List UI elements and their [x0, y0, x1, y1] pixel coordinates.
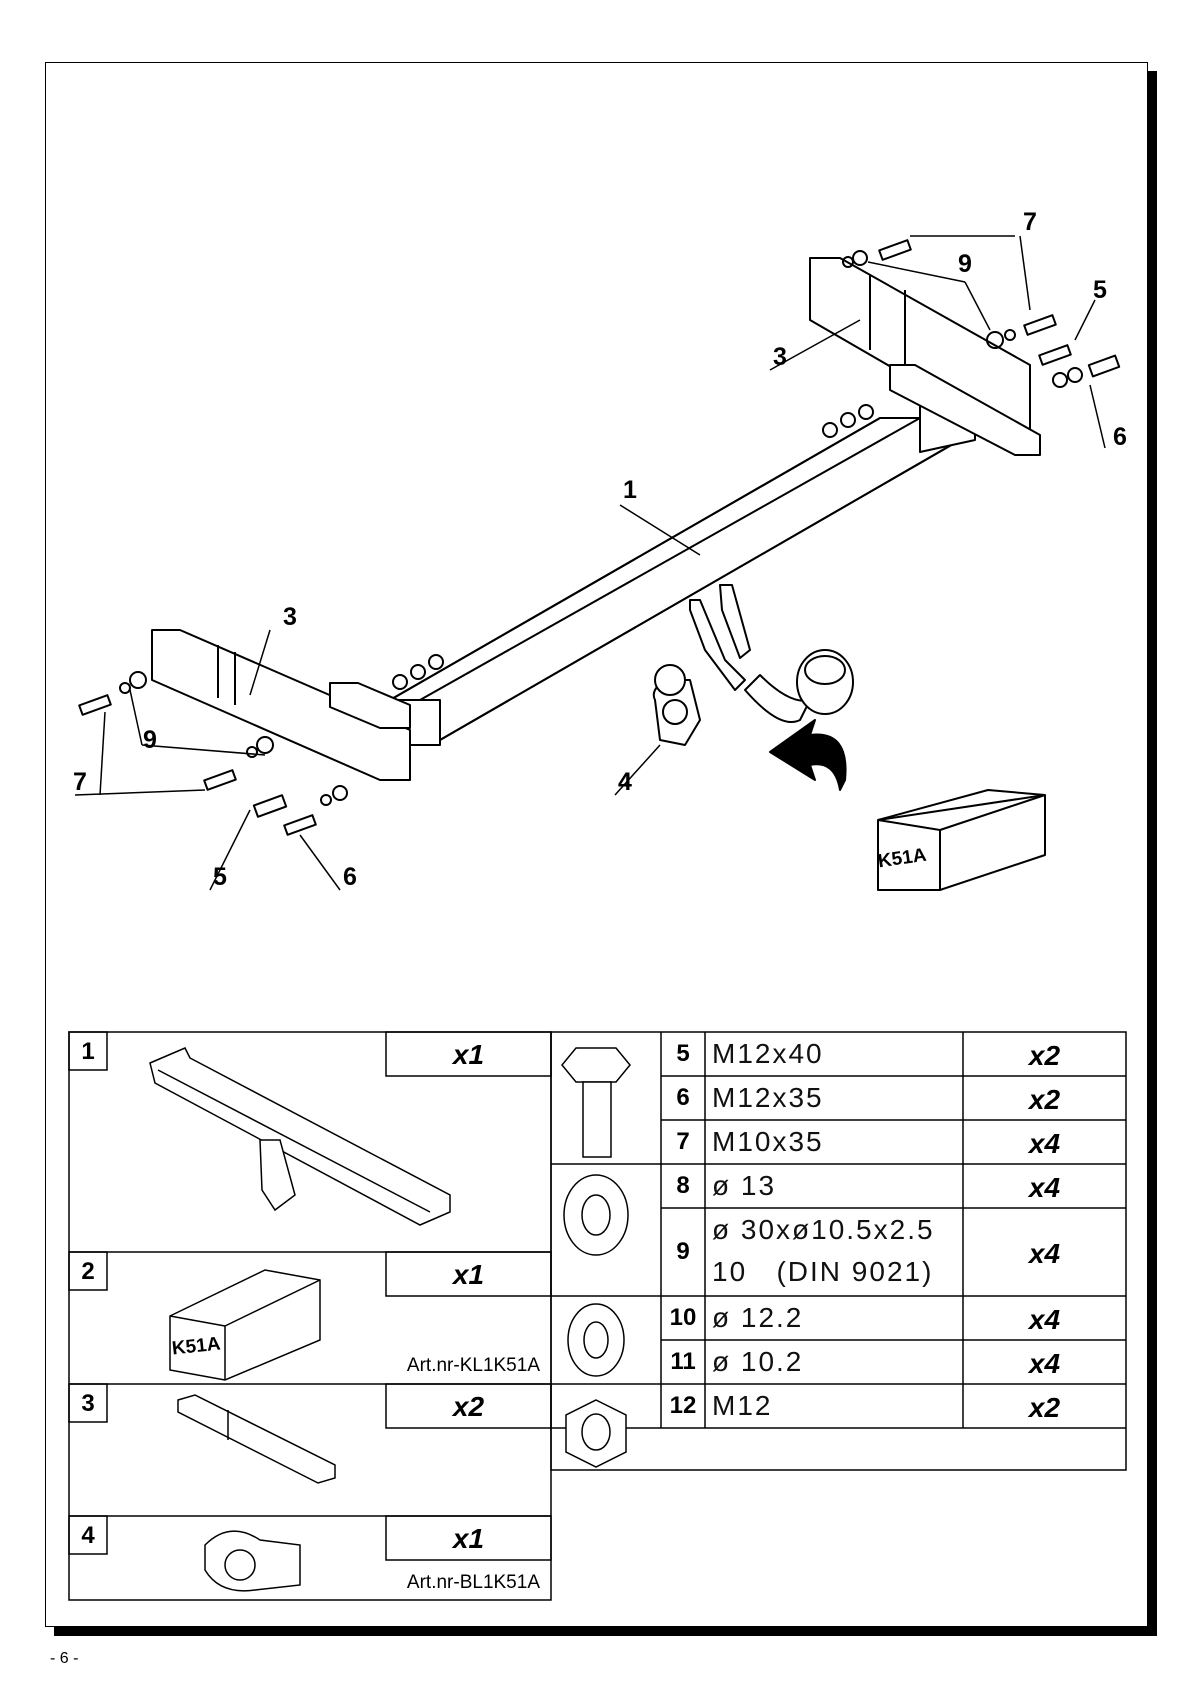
table-right-qty-11: x4: [1028, 1348, 1061, 1379]
table-right-qty-8: x4: [1028, 1172, 1061, 1203]
table-right-spec-9-line2: 10 (DIN 9021): [712, 1256, 934, 1287]
tow-ball-mount: [689, 584, 854, 723]
table-right-spec-11: ø 10.2: [712, 1346, 804, 1377]
table-right-spec-8: ø 13: [712, 1170, 777, 1201]
socket-plate: [652, 664, 701, 746]
table-left-num-4: 4: [81, 1522, 95, 1549]
table-right-spec-7: M10x35: [712, 1126, 824, 1157]
bracket-top-right-inner: [889, 364, 1041, 456]
callout-4: 4: [618, 768, 632, 796]
table-right-num-12: 12: [669, 1392, 697, 1419]
callout-7-top: 7: [1023, 208, 1037, 236]
table-left-qty-4: x1: [452, 1523, 485, 1554]
table-right-qty-12: x2: [1028, 1392, 1061, 1423]
table-right-spec-5: M12x40: [712, 1038, 824, 1069]
table-left-num-2: 2: [81, 1258, 95, 1285]
page-number: - 6 -: [50, 1650, 79, 1667]
table-right-spec-9: ø 30xø10.5x2.5: [712, 1214, 935, 1245]
table-right-num-8: 8: [676, 1172, 690, 1199]
table-left-qty-2: x1: [452, 1259, 485, 1290]
bracket-left-inner: [329, 682, 411, 729]
table-right-num-7: 7: [676, 1128, 690, 1155]
k51a-box: [877, 789, 1046, 891]
table-right-spec-12: M12: [712, 1390, 773, 1421]
table-right-spec-10: ø 12.2: [712, 1302, 804, 1333]
table-left-art-4: Art.nr-BL1K51A: [406, 1572, 540, 1593]
callout-9-top: 9: [958, 250, 972, 278]
table-right-num-11: 11: [670, 1348, 696, 1375]
callout-6-top: 6: [1113, 423, 1127, 451]
callout-5-top: 5: [1093, 276, 1107, 304]
callout-5-left: 5: [213, 863, 227, 891]
table-left-qty-1: x1: [452, 1039, 485, 1070]
callout-3-top: 3: [773, 343, 787, 371]
table-right-qty-6: x2: [1028, 1084, 1061, 1115]
table-right-qty-7: x4: [1028, 1128, 1061, 1159]
table-right-spec-6: M12x35: [712, 1082, 824, 1113]
table-left-num-3: 3: [81, 1390, 95, 1417]
table-left-qty-3: x2: [452, 1391, 485, 1422]
box-arrow: [769, 719, 847, 791]
table-right-num-5: 5: [676, 1040, 690, 1067]
leader-lines: [74, 235, 1106, 891]
hardware-top: [822, 239, 1121, 438]
table-right-qty-9: x4: [1028, 1238, 1061, 1269]
table-right-qty-5: x2: [1028, 1040, 1061, 1071]
callout-7-left: 7: [73, 768, 87, 796]
table-right-num-9: 9: [676, 1238, 690, 1265]
table-left-art-2: Art.nr-KL1K51A: [406, 1355, 540, 1376]
table-left-num-1: 1: [81, 1038, 95, 1065]
hardware-left: [78, 654, 444, 836]
bracket-left-outer: [151, 629, 411, 781]
callout-1: 1: [623, 476, 637, 504]
table-right-num-6: 6: [676, 1084, 690, 1111]
callout-6-left: 6: [343, 863, 357, 891]
callout-9-left: 9: [143, 726, 157, 754]
table-right-qty-10: x4: [1028, 1304, 1061, 1335]
table-right-num-10: 10: [669, 1304, 697, 1331]
callout-3-left: 3: [283, 603, 297, 631]
